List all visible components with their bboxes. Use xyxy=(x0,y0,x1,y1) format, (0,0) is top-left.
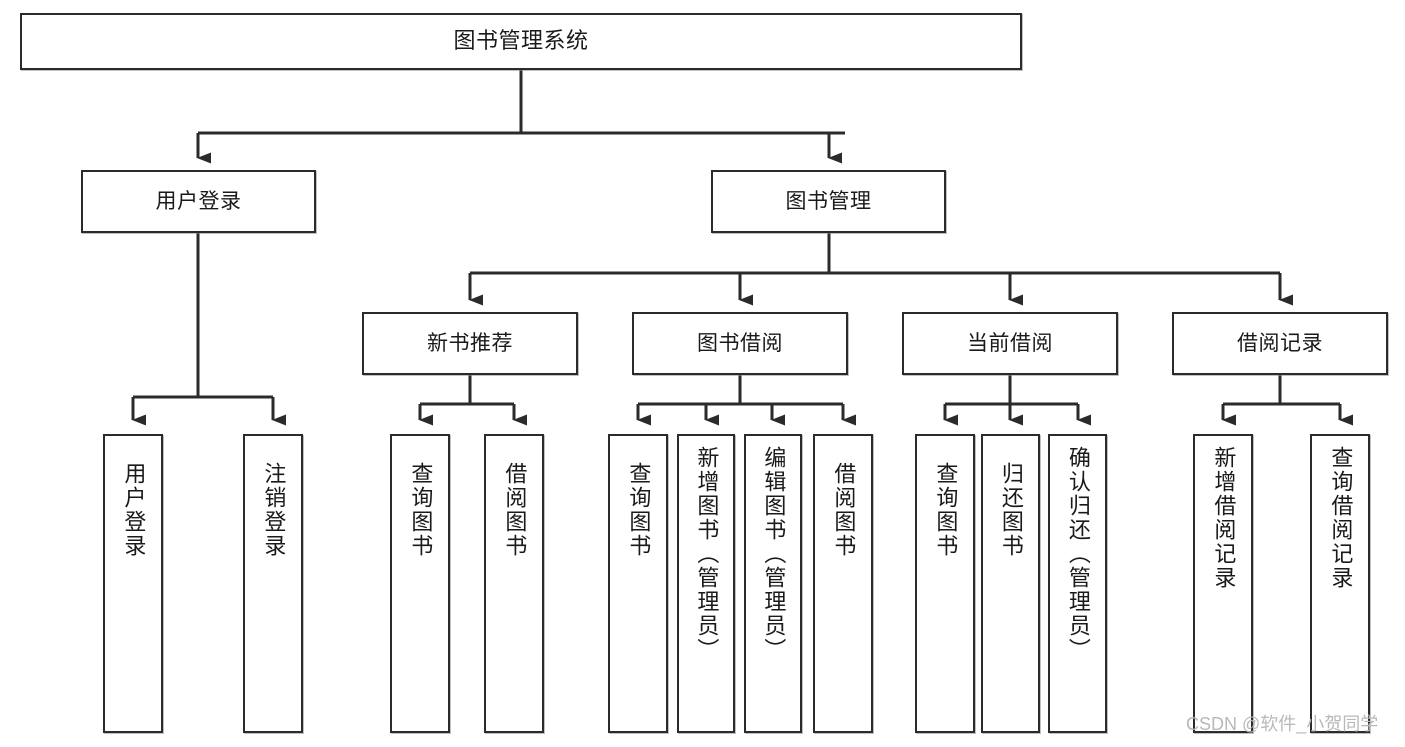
node-leaf-query-book-3-label: 查询图书 xyxy=(933,462,959,558)
node-borrow-record[interactable]: 借阅记录 xyxy=(1172,312,1388,375)
node-leaf-add-book-label: 新增图书（管理员） xyxy=(694,446,720,662)
node-leaf-query-book-2[interactable]: 查询图书 xyxy=(608,434,668,733)
node-borrow-record-label: 借阅记录 xyxy=(1237,331,1323,355)
node-leaf-return-book[interactable]: 归还图书 xyxy=(981,434,1040,733)
node-leaf-borrow-book-2[interactable]: 借阅图书 xyxy=(813,434,873,733)
node-leaf-edit-book-label: 编辑图书（管理员） xyxy=(761,446,787,662)
node-leaf-query-book-3[interactable]: 查询图书 xyxy=(915,434,975,733)
node-leaf-query-record[interactable]: 查询借阅记录 xyxy=(1310,434,1370,733)
node-book-manage-label: 图书管理 xyxy=(785,189,872,213)
node-leaf-query-book-2-label: 查询图书 xyxy=(626,462,652,558)
node-leaf-confirm-return-label: 确认归还（管理员） xyxy=(1065,446,1091,662)
node-leaf-borrow-book-1[interactable]: 借阅图书 xyxy=(484,434,544,733)
node-current-borrow-label: 当前借阅 xyxy=(967,331,1053,355)
watermark-text: CSDN @软件_小贺同学 xyxy=(1186,714,1379,734)
node-leaf-borrow-book-1-label: 借阅图书 xyxy=(502,462,528,558)
node-current-borrow[interactable]: 当前借阅 xyxy=(902,312,1118,375)
node-root-label: 图书管理系统 xyxy=(453,28,589,54)
node-leaf-logout[interactable]: 注销登录 xyxy=(243,434,303,733)
node-book-borrow-label: 图书借阅 xyxy=(697,331,783,355)
node-book-borrow[interactable]: 图书借阅 xyxy=(632,312,848,375)
node-user-login[interactable]: 用户登录 xyxy=(81,170,316,233)
node-leaf-add-book[interactable]: 新增图书（管理员） xyxy=(677,434,735,733)
node-leaf-confirm-return[interactable]: 确认归还（管理员） xyxy=(1048,434,1107,733)
node-user-login-label: 用户登录 xyxy=(155,189,242,213)
node-leaf-query-book-1[interactable]: 查询图书 xyxy=(390,434,450,733)
node-leaf-edit-book[interactable]: 编辑图书（管理员） xyxy=(744,434,802,733)
node-book-manage[interactable]: 图书管理 xyxy=(711,170,946,233)
node-leaf-return-book-label: 归还图书 xyxy=(998,462,1024,558)
node-root[interactable]: 图书管理系统 xyxy=(20,13,1022,70)
node-new-book-rec[interactable]: 新书推荐 xyxy=(362,312,578,375)
node-leaf-user-login[interactable]: 用户登录 xyxy=(103,434,163,733)
node-leaf-query-record-label: 查询借阅记录 xyxy=(1328,446,1354,590)
node-leaf-borrow-book-2-label: 借阅图书 xyxy=(831,462,857,558)
node-leaf-add-record-label: 新增借阅记录 xyxy=(1211,446,1237,590)
node-leaf-user-login-label: 用户登录 xyxy=(121,462,147,558)
node-leaf-add-record[interactable]: 新增借阅记录 xyxy=(1193,434,1253,733)
node-new-book-rec-label: 新书推荐 xyxy=(427,331,513,355)
node-leaf-query-book-1-label: 查询图书 xyxy=(408,462,434,558)
node-leaf-logout-label: 注销登录 xyxy=(261,462,287,558)
